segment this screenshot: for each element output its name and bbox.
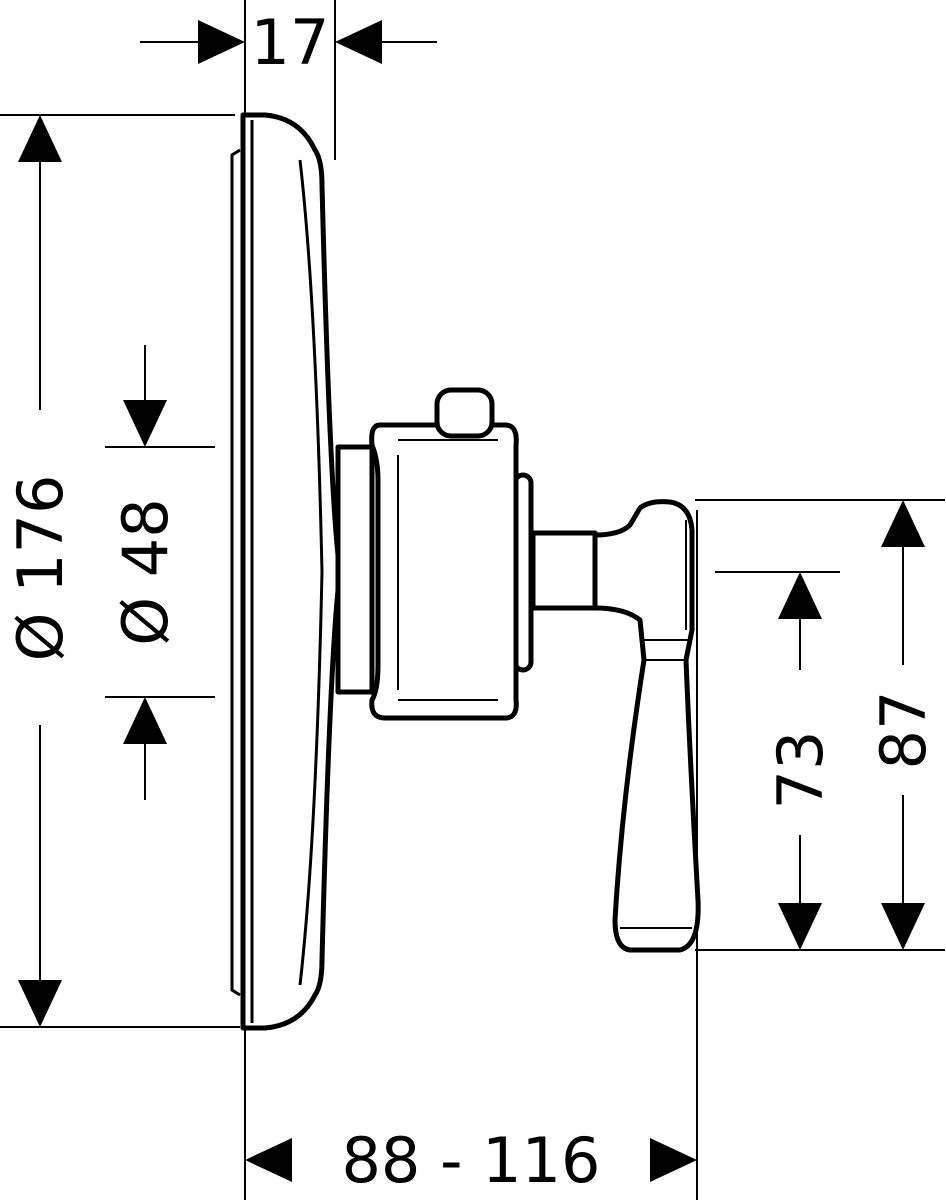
dimension-87: 87 xyxy=(867,500,940,950)
dim-87-label: 87 xyxy=(867,691,940,770)
dim-176-label: Ø 176 xyxy=(4,475,77,662)
dimension-176: Ø 176 xyxy=(4,115,77,1027)
lever-handle xyxy=(592,499,701,953)
dim-88-116-label: 88 - 116 xyxy=(341,1124,600,1197)
dim-17-label: 17 xyxy=(251,6,330,79)
dimension-73: 73 xyxy=(764,572,837,950)
dimension-48: Ø 48 xyxy=(109,345,182,800)
wall-plate xyxy=(230,112,343,1031)
dim-73-label: 73 xyxy=(764,731,837,810)
dimension-17: 17 xyxy=(140,6,437,79)
valve-body xyxy=(335,387,598,721)
dimension-88-116: 88 - 116 xyxy=(245,1124,697,1197)
dim-48-label: Ø 48 xyxy=(109,498,182,645)
